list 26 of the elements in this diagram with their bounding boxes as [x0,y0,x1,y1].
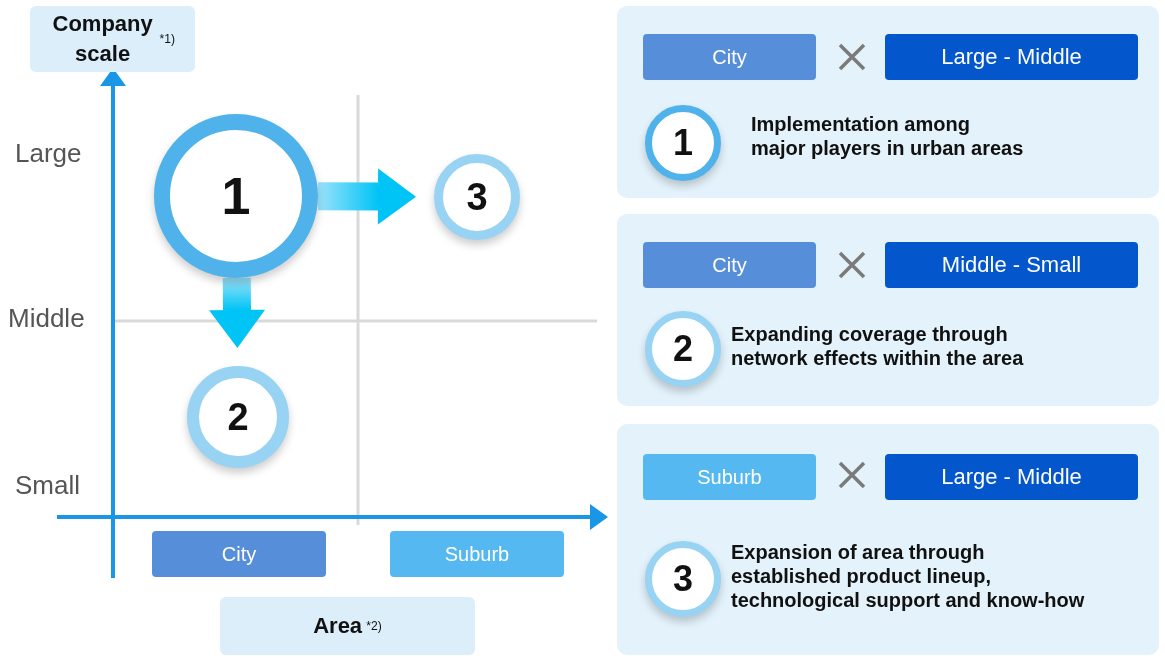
description-text: Expansion of area through established product lineup, technological support and know-how [731,540,1086,612]
number-circle: 1 [154,114,318,278]
category-tag: City [643,242,816,288]
axis-level-label: Middle [8,303,85,334]
number-circle: 2 [645,311,721,387]
info-panel [617,424,1159,655]
description-text: Expanding coverage through network effects within the area [731,322,1025,370]
axis-title-box: Area $^{*2)}$ [220,597,475,655]
category-tag: Middle - Small [885,242,1138,288]
category-tag: Large - Middle [885,454,1138,500]
axis-level-label: Large [15,138,82,169]
description-text: Implementation among major players in urban areas [751,112,1025,160]
arrow [209,277,266,348]
category-tag: City [152,531,326,577]
category-tag: Suburb [643,454,816,500]
axis-level-label: Small [15,470,80,501]
number-circle: 1 [645,105,721,181]
info-panel [617,6,1159,198]
info-panel [617,214,1159,406]
arrow [317,168,416,225]
category-tag: Large - Middle [885,34,1138,80]
number-circle: 3 [645,541,721,617]
category-tag: City [643,34,816,80]
category-tag: Suburb [390,531,564,577]
number-circle: 3 [434,154,520,240]
number-circle: 2 [187,366,289,468]
